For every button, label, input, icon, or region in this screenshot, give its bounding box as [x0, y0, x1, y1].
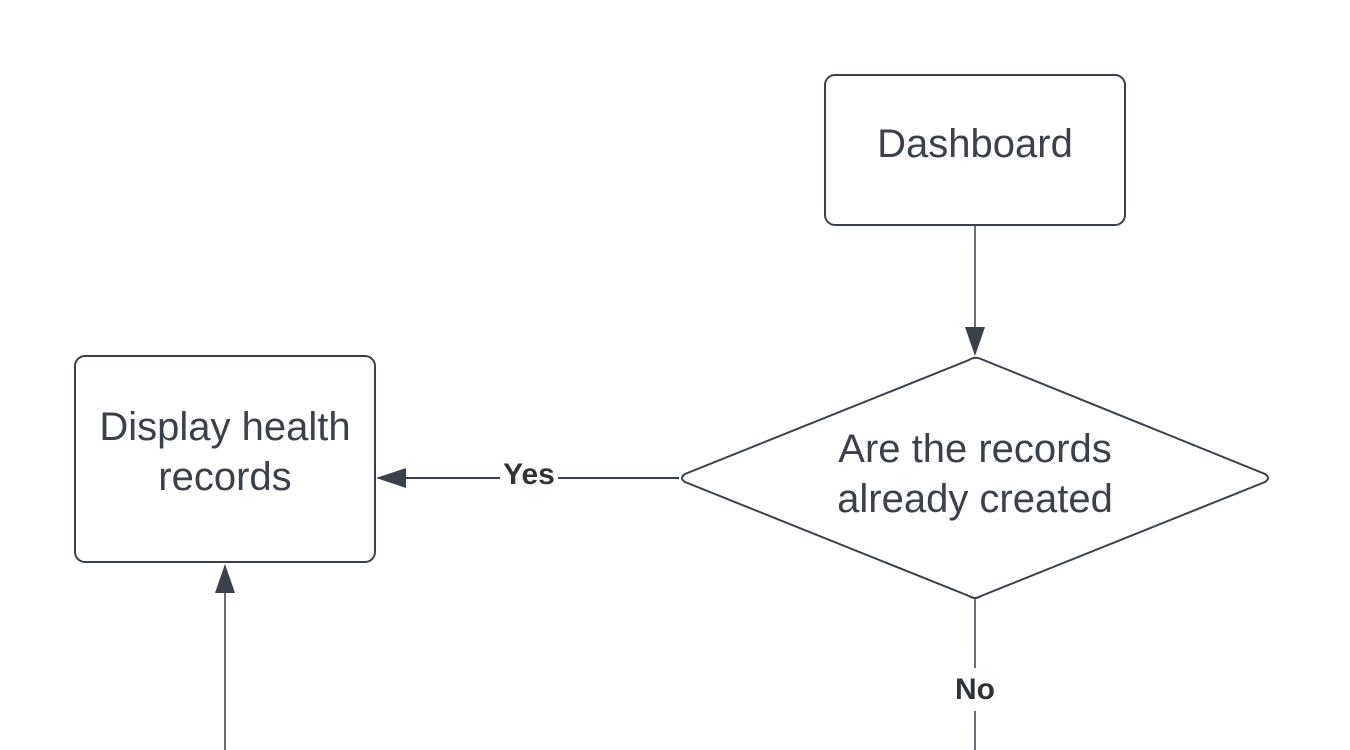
arrowhead-down-icon — [965, 327, 985, 356]
decision-diamond — [681, 356, 1269, 599]
display-records-box — [74, 355, 376, 563]
edge-yes-label: Yes — [503, 458, 555, 491]
display-records-label-line2: records — [158, 455, 291, 499]
decision-label-line2: already created — [837, 477, 1113, 521]
decision-node[interactable]: Are the records already created — [681, 356, 1269, 599]
edge-no: No — [955, 599, 995, 750]
edge-yes: Yes — [376, 458, 679, 491]
dashboard-box — [824, 74, 1126, 226]
arrowhead-left-icon — [376, 468, 406, 488]
edge-into-display-from-below — [215, 564, 235, 750]
decision-label-line1: Are the records — [838, 427, 1111, 471]
dashboard-label: Dashboard — [877, 122, 1073, 166]
edge-no-label: No — [955, 673, 995, 706]
display-records-node[interactable]: Display health records — [74, 355, 376, 563]
display-records-label-line1: Display health — [99, 405, 350, 449]
arrowhead-up-icon — [215, 564, 235, 593]
edge-dashboard-to-decision — [965, 226, 985, 356]
dashboard-node[interactable]: Dashboard — [824, 74, 1126, 226]
